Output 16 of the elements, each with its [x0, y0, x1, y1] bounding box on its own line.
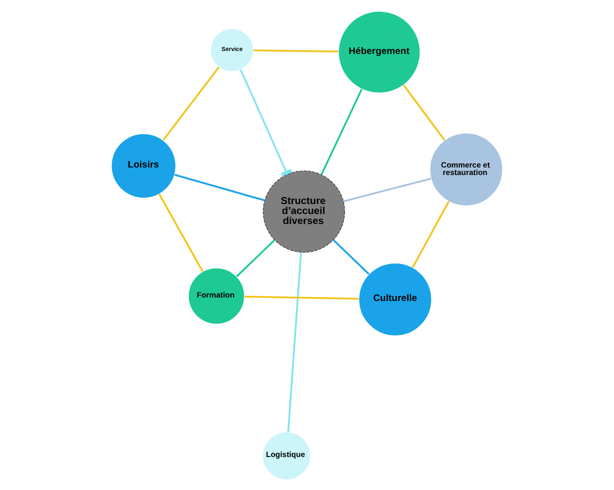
connector — [244, 295, 359, 300]
connector — [320, 88, 363, 174]
connector — [162, 66, 220, 140]
connector — [402, 84, 446, 140]
connector — [412, 200, 450, 268]
connector — [174, 173, 265, 201]
node-circle: Hébergement — [338, 10, 420, 93]
node-circle: Culturelle — [358, 262, 432, 336]
connector — [287, 252, 302, 432]
connector — [240, 68, 292, 176]
node-circle: Loisirs — [111, 133, 176, 198]
connector — [343, 177, 432, 202]
connector — [158, 193, 204, 272]
connector — [253, 48, 338, 52]
connector — [332, 238, 370, 274]
connector — [236, 238, 276, 277]
